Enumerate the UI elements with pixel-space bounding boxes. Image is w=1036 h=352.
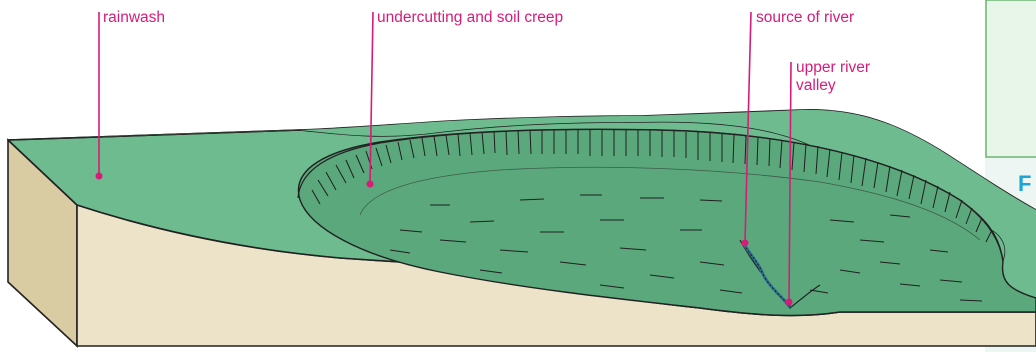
side-panel-letter: F (1018, 171, 1031, 197)
label-upper-river-valley: upper river valley (796, 59, 870, 95)
leader-dot-upper-valley (786, 299, 793, 306)
leader-dot-rainwash (96, 173, 103, 180)
label-undercutting: undercutting and soil creep (377, 9, 563, 27)
label-rainwash: rainwash (103, 9, 165, 27)
label-source-of-river: source of river (756, 9, 854, 27)
side-panel-box (986, 0, 1036, 157)
leader-dot-undercutting (367, 181, 374, 188)
leader-dot-source (742, 240, 749, 247)
